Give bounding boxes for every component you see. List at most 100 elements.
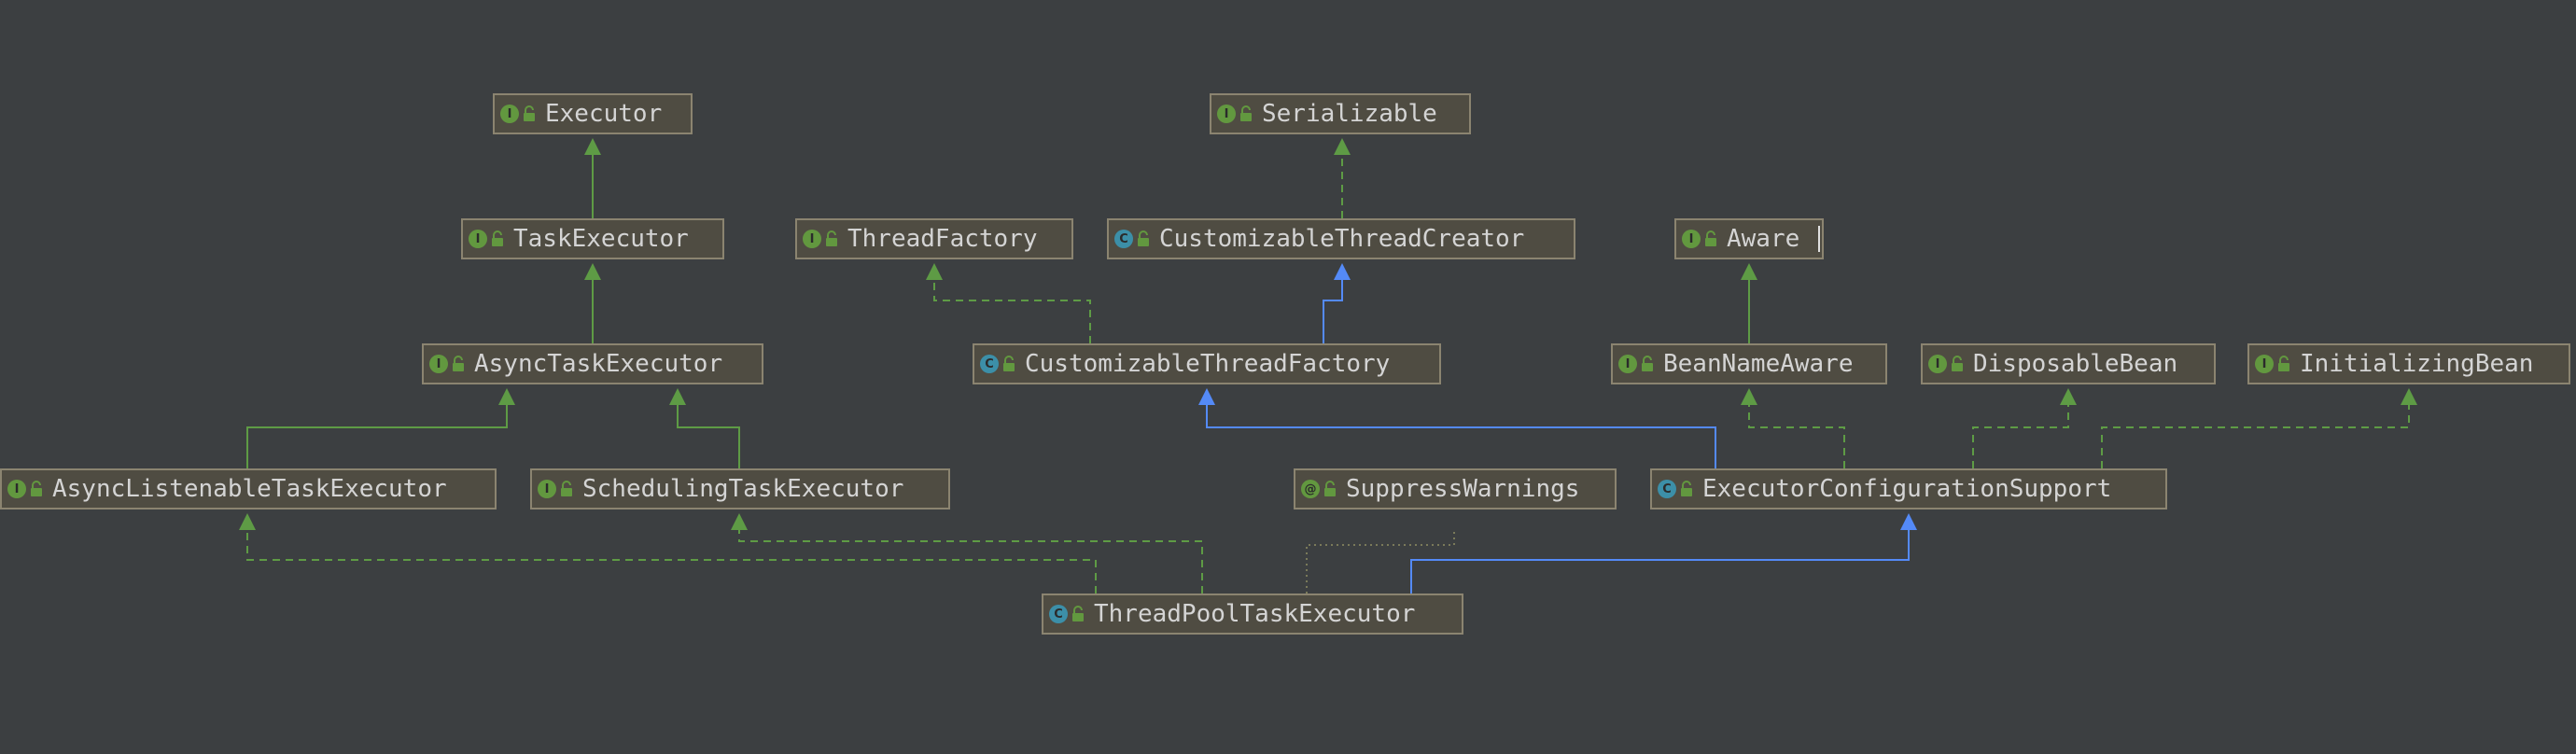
edge-line <box>246 530 1097 593</box>
node-label: DisposableBean <box>1973 350 2178 378</box>
interface-icon: I <box>1618 355 1637 373</box>
node-label: TaskExecutor <box>513 225 689 253</box>
edge-arrowhead <box>1900 513 1917 530</box>
node-serializable[interactable]: I Serializable <box>1210 93 1471 134</box>
interface-icon: I <box>1928 355 1947 373</box>
node-label: AsyncTaskExecutor <box>474 350 723 378</box>
public-access-icon <box>524 105 535 121</box>
edge-line <box>1748 405 1845 468</box>
node-label: ThreadFactory <box>847 225 1038 253</box>
node-aware[interactable]: I Aware <box>1674 218 1824 259</box>
node-label: CustomizableThreadCreator <box>1159 225 1525 253</box>
node-asynctaskexecutor[interactable]: I AsyncTaskExecutor <box>422 343 763 384</box>
interface-icon: I <box>1682 230 1701 248</box>
edge-arrowhead <box>669 388 686 405</box>
edge-arrowhead <box>1741 388 1757 405</box>
node-taskexecutor[interactable]: I TaskExecutor <box>461 218 724 259</box>
node-beannameaware[interactable]: I BeanNameAware <box>1611 343 1887 384</box>
edge-asynclistenable-to-asynctaskexecutor <box>246 388 515 468</box>
edge-arrowhead <box>239 513 256 530</box>
node-disposablebean[interactable]: I DisposableBean <box>1921 343 2216 384</box>
public-access-icon <box>1642 356 1653 371</box>
node-suppresswarnings[interactable]: @SuppressWarnings <box>1294 468 1617 510</box>
node-label: SchedulingTaskExecutor <box>582 475 904 503</box>
node-label: ExecutorConfigurationSupport <box>1702 475 2112 503</box>
node-customthreadfactory[interactable]: C CustomizableThreadFactory <box>973 343 1441 384</box>
node-customthreadcreator[interactable]: C CustomizableThreadCreator <box>1107 218 1575 259</box>
edge-taskexecutor-to-executor <box>584 138 601 218</box>
edge-line <box>1972 405 2069 468</box>
edge-arrowhead <box>1198 388 1215 405</box>
edge-arrowhead <box>926 263 943 280</box>
annotation-icon: @ <box>1301 480 1320 498</box>
node-execconfigsupport[interactable]: C ExecutorConfigurationSupport <box>1650 468 2167 510</box>
interface-icon: I <box>1217 105 1236 123</box>
edge-line <box>933 280 1091 343</box>
edge-arrowhead <box>498 388 515 405</box>
edge-customthreadcreator-to-serializable <box>1334 138 1351 218</box>
public-access-icon <box>1240 105 1252 121</box>
public-access-icon <box>826 230 837 246</box>
edge-arrowhead <box>584 138 601 155</box>
edge-arrowhead <box>584 263 601 280</box>
public-access-icon <box>453 356 464 371</box>
node-label: Aware <box>1727 225 1800 253</box>
edge-arrowhead <box>1334 138 1351 155</box>
node-threadfactory[interactable]: I ThreadFactory <box>795 218 1073 259</box>
edge-arrowhead <box>1741 263 1757 280</box>
public-access-icon <box>1072 606 1084 621</box>
node-label: Serializable <box>1262 100 1437 128</box>
edge-customthreadfactory-to-customthreadcreator <box>1323 263 1351 343</box>
edge-arrowhead <box>1334 263 1351 280</box>
public-access-icon <box>1324 481 1336 496</box>
edge-line <box>246 405 508 468</box>
edge-arrowhead <box>731 513 748 530</box>
interface-icon: I <box>803 230 821 248</box>
class-icon: C <box>980 355 999 373</box>
edge-scheduling-to-asynctaskexecutor <box>669 388 740 468</box>
edge-execconfigsupport-to-disposablebean <box>1972 388 2077 468</box>
node-label: BeanNameAware <box>1663 350 1854 378</box>
edge-line <box>738 530 1203 593</box>
interface-icon: I <box>538 480 556 498</box>
edge-customthreadfactory-to-threadfactory <box>926 263 1091 343</box>
interface-icon: I <box>2255 355 2274 373</box>
class-icon: C <box>1114 230 1133 248</box>
node-label: ThreadPoolTaskExecutor <box>1094 600 1416 628</box>
class-icon: C <box>1049 605 1068 623</box>
public-access-icon <box>1952 356 1963 371</box>
edge-line <box>1410 530 1910 593</box>
class-icon: C <box>1658 480 1676 498</box>
public-access-icon <box>1138 230 1149 246</box>
interface-icon: I <box>500 105 519 123</box>
edge-line <box>2101 405 2410 468</box>
node-label: CustomizableThreadFactory <box>1025 350 1391 378</box>
edge-execconfigsupport-to-initializingbean <box>2101 388 2417 468</box>
node-label: Executor <box>545 100 663 128</box>
node-executor[interactable]: I Executor <box>493 93 693 134</box>
node-threadpool[interactable]: C ThreadPoolTaskExecutor <box>1042 593 1463 635</box>
interface-icon: I <box>469 230 487 248</box>
public-access-icon <box>1681 481 1692 496</box>
public-access-icon <box>31 481 42 496</box>
edge-arrowhead <box>2401 388 2417 405</box>
edge-threadpool-to-suppresswarnings <box>1306 530 1455 593</box>
node-scheduling[interactable]: I SchedulingTaskExecutor <box>530 468 950 510</box>
edge-beannameaware-to-aware <box>1741 263 1757 343</box>
edge-line <box>1323 280 1343 343</box>
interface-icon: I <box>7 480 26 498</box>
edge-execconfigsupport-to-beannameaware <box>1741 388 1845 468</box>
text-cursor <box>1818 226 1820 252</box>
public-access-icon <box>561 481 572 496</box>
edge-asynctaskexecutor-to-taskexecutor <box>584 263 601 343</box>
public-access-icon <box>492 230 503 246</box>
edge-line <box>1206 405 1716 468</box>
edge-threadpool-to-asynclistenable <box>239 513 1097 593</box>
edge-threadpool-to-scheduling <box>731 513 1203 593</box>
interface-icon: I <box>429 355 448 373</box>
public-access-icon <box>2278 356 2289 371</box>
